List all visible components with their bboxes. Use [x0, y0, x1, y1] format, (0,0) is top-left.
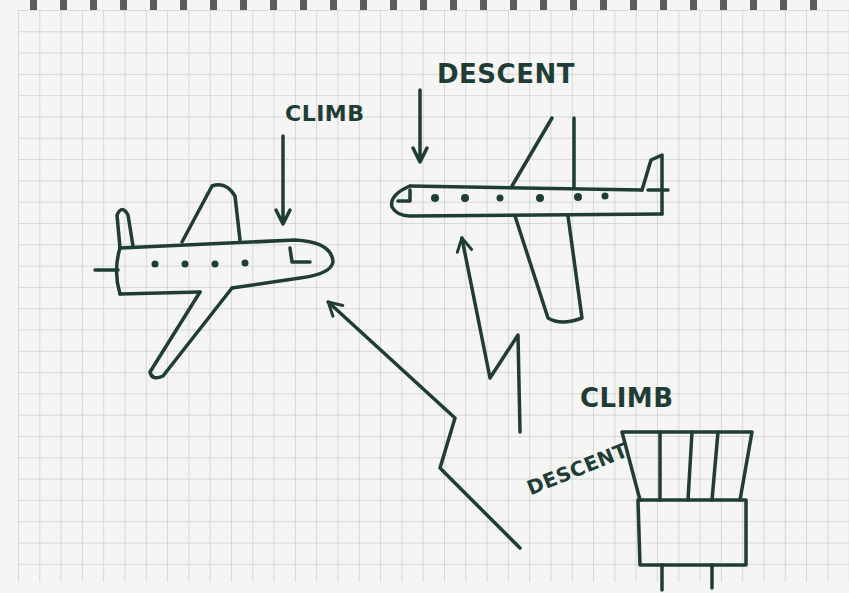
- left-airplane: [95, 136, 333, 378]
- right-airplane: [392, 90, 668, 322]
- pointer-arrow: [413, 90, 427, 162]
- grid-paper: [18, 10, 849, 582]
- callout-text: CLIMB: [580, 384, 674, 413]
- airplane-node: CLIMB: [92, 98, 380, 302]
- radio-signal-arrow: [328, 302, 520, 548]
- callout-text: DESCENT: [524, 439, 631, 499]
- plane-windows: [152, 193, 609, 268]
- airplane-node: DESCENT: [385, 58, 670, 238]
- callout-text: CLIMB: [285, 102, 365, 126]
- callout-text: DESCENT: [437, 60, 575, 89]
- radio-signal-arrow: [462, 238, 520, 432]
- spiral-binding: [30, 0, 817, 10]
- pointer-arrow: [276, 136, 290, 224]
- control-tower: [622, 432, 752, 590]
- tower-node: CLIMB DESCENT: [520, 380, 760, 592]
